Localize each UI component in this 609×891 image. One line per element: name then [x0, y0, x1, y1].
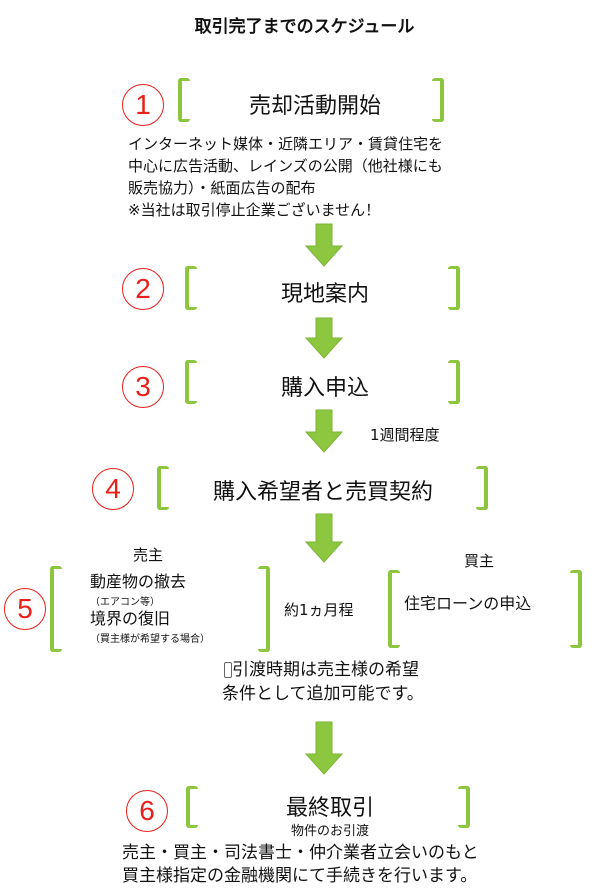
buyer-heading: 買主	[464, 552, 495, 570]
bracket-right	[432, 78, 444, 122]
page-title: 取引完了までのスケジュール	[194, 17, 415, 37]
step-4-label: 購入希望者と売買契約	[212, 480, 433, 505]
step-1-desc-line-2: 中心に広告活動、レインズの公開（他社様にも	[128, 157, 443, 175]
buyer-item: 住宅ローンの申込	[404, 594, 532, 613]
bracket-right	[476, 466, 488, 510]
bracket-right	[258, 566, 270, 652]
step-1-desc-line-1: インターネット媒体・近隣エリア・賃貸住宅を	[128, 135, 444, 153]
step-2-label: 現地案内	[280, 282, 369, 307]
step-number-2: 2	[122, 268, 164, 310]
duration-label: 約1ヵ月程	[284, 601, 354, 619]
step-6-desc-line-1: 売主・買主・司法書士・仲介業者立会いのもと	[122, 843, 479, 863]
step-6-sublabel: 物件のお引渡	[290, 824, 369, 839]
step-number-5: 5	[4, 588, 46, 630]
bracket-right	[448, 266, 460, 310]
bracket-left	[50, 566, 62, 652]
step-6-desc-line-2: 買主様指定の金融機関にて手続きを行います。	[122, 866, 478, 886]
down-arrow-5	[304, 721, 344, 775]
bracket-left	[186, 786, 198, 828]
seller-item-2: 境界の復旧	[90, 609, 171, 628]
bracket-left	[178, 78, 190, 122]
step-1-desc-line-3: 販売協力）・紙面広告の配布	[128, 179, 316, 197]
down-arrow-3	[304, 409, 344, 453]
down-arrow-2	[304, 317, 344, 359]
note-line-2: 条件として追加可能です。	[222, 684, 424, 704]
bracket-right	[448, 360, 460, 404]
note-marker-icon	[224, 662, 232, 678]
step-number-1: 1	[122, 84, 164, 126]
step-number-3: 3	[122, 366, 164, 408]
step-3-label: 購入申込	[280, 376, 369, 401]
step-6-label: 最終取引	[285, 796, 374, 821]
bracket-left	[388, 570, 400, 648]
note-line-1: 引渡時期は売主様の希望	[232, 660, 419, 680]
seller-note-2: （買主様が希望する場合）	[90, 634, 210, 645]
bracket-left	[185, 360, 197, 404]
down-arrow-4	[304, 513, 344, 563]
bracket-right	[570, 570, 582, 648]
step-1-desc-line-4: ※当社は取引停止企業ございません！	[128, 201, 381, 219]
down-arrow-1	[304, 223, 344, 267]
step-number-6: 6	[126, 790, 168, 832]
seller-item-1: 動産物の撤去	[90, 572, 187, 591]
seller-heading: 売主	[133, 546, 164, 564]
bracket-left	[185, 266, 197, 310]
seller-note-1: （エアコン等）	[90, 597, 160, 608]
period-label: 1週間程度	[370, 426, 440, 444]
bracket-left	[157, 466, 169, 510]
step-1-label: 売却活動開始	[248, 94, 381, 119]
bracket-right	[458, 786, 470, 828]
step-number-4: 4	[92, 468, 134, 510]
